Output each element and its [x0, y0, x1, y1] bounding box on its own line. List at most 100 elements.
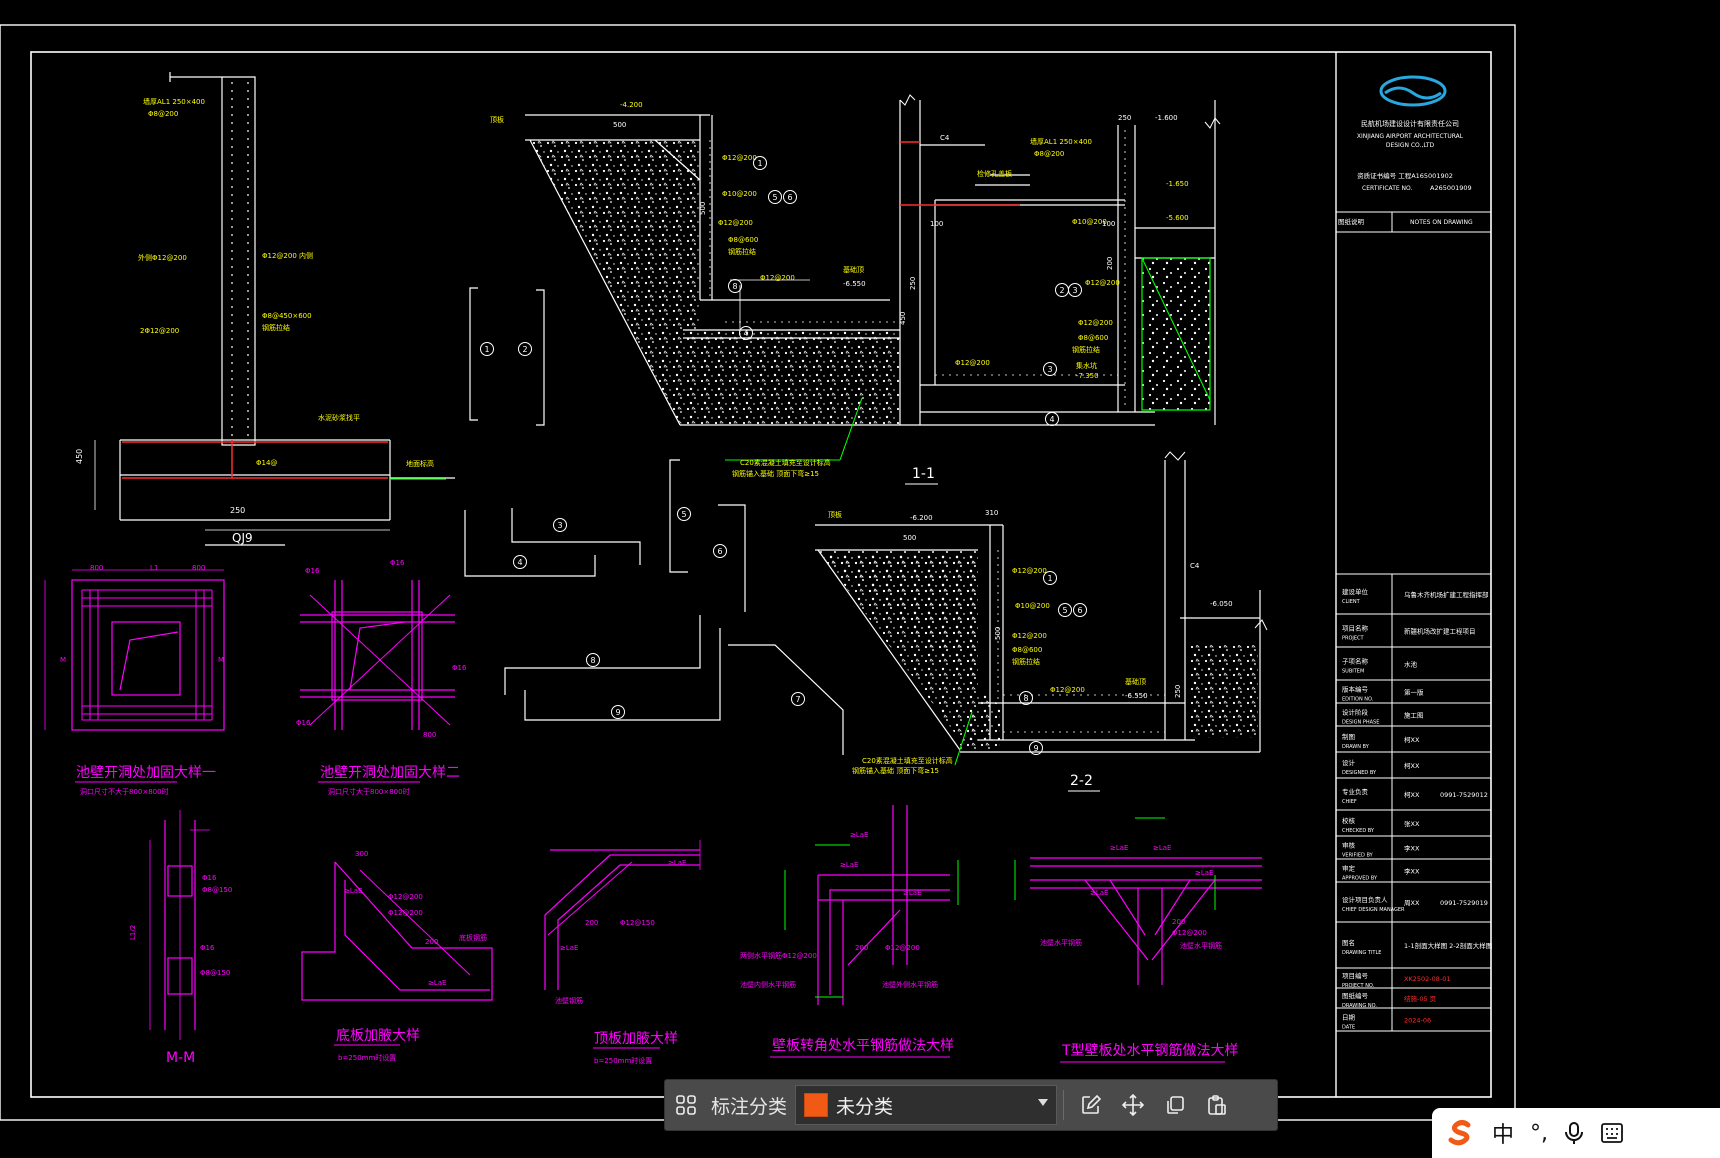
- svg-text:钢筋拉结: 钢筋拉结: [1072, 345, 1100, 354]
- rebar-marker-circle: [728, 279, 742, 293]
- title-row-value: 李XX: [1404, 844, 1420, 853]
- title-row-value: 李XX: [1404, 867, 1420, 876]
- cert-no: A265001909: [1430, 184, 1472, 192]
- toolbar-divider: [1063, 1090, 1065, 1120]
- rebar-marker-number: 1: [757, 159, 762, 168]
- svg-text:Φ16: Φ16: [296, 719, 311, 727]
- svg-text:钢筋拉结: 钢筋拉结: [262, 323, 290, 332]
- svg-text:310: 310: [985, 509, 998, 517]
- svg-text:800: 800: [90, 564, 103, 572]
- rebar-marker-circle: [1019, 691, 1033, 705]
- svg-text:-1.650: -1.650: [1166, 180, 1189, 188]
- rebar-marker-number: 6: [787, 193, 792, 202]
- grid-icon[interactable]: [665, 1080, 707, 1130]
- svg-text:200: 200: [855, 944, 868, 952]
- svg-text:250: 250: [909, 277, 917, 290]
- svg-text:钢筋拉结: 钢筋拉结: [1012, 657, 1040, 666]
- svg-text:Φ12@200: Φ12@200: [718, 219, 753, 227]
- copy-icon[interactable]: [1154, 1080, 1196, 1130]
- rebar-marker-circle: [1043, 362, 1057, 376]
- svg-text:Φ12@150: Φ12@150: [620, 919, 655, 927]
- ime-mode-toggle[interactable]: 中: [1492, 1123, 1515, 1148]
- title-row-label-en: DESIGN PHASE: [1342, 720, 1379, 726]
- detail-opening-2: [300, 580, 455, 730]
- title-row-label-cn: 审定: [1342, 864, 1356, 873]
- qj9-section: [94, 72, 455, 546]
- title-row-value: 水池: [1404, 660, 1418, 669]
- cert-en: CERTIFICATE NO.: [1362, 185, 1413, 192]
- svg-text:基础顶: 基础顶: [1125, 677, 1146, 686]
- keyboard-icon[interactable]: [1600, 1122, 1624, 1144]
- svg-text:200: 200: [425, 938, 438, 946]
- rebar-shapes: [464, 287, 844, 755]
- category-select[interactable]: 未分类: [795, 1085, 1058, 1125]
- svg-text:500: 500: [613, 121, 626, 129]
- title-row-value: 周XX: [1404, 899, 1420, 907]
- rebar-marker-circle: [1029, 741, 1043, 755]
- rebar-marker-circle: [768, 190, 782, 204]
- section-1-1-label: 1-1: [912, 466, 935, 482]
- rebar-marker-circle: [513, 555, 527, 569]
- rebar-marker-number: 4: [743, 329, 748, 338]
- title-row-value: 柯XX: [1404, 790, 1420, 799]
- title-block: 民航机场建设设计有限责任公司 XINJIANG AIRPORT ARCHITEC…: [1335, 52, 1492, 1097]
- svg-text:C4: C4: [940, 134, 950, 142]
- svg-text:Φ10@200: Φ10@200: [1015, 602, 1050, 610]
- mm-label: M-M: [166, 1050, 195, 1066]
- rebar-marker-circle: [518, 342, 532, 356]
- notes-cn: 图纸说明: [1338, 217, 1365, 226]
- edit-icon[interactable]: [1070, 1080, 1112, 1130]
- svg-text:底板钢筋: 底板钢筋: [459, 933, 487, 942]
- title-row-value: 新疆机场改扩建工程项目: [1404, 627, 1476, 636]
- title-row-label-cn: 建设单位: [1342, 587, 1369, 596]
- svg-text:M: M: [60, 656, 66, 664]
- svg-text:钢筋锚入基础 顶面下弯≥15: 钢筋锚入基础 顶面下弯≥15: [732, 469, 819, 478]
- svg-text:200: 200: [1172, 918, 1185, 926]
- notes-en: NOTES ON DRAWING: [1410, 219, 1473, 226]
- svg-text:500: 500: [903, 534, 916, 542]
- company-name-en1: XINJIANG AIRPORT ARCHITECTURAL: [1357, 133, 1464, 140]
- rebar-marker-circle: [553, 518, 567, 532]
- title-row-label-en: CHIEF DESIGN MANAGER: [1342, 907, 1405, 913]
- svg-text:池壁水平钢筋: 池壁水平钢筋: [1040, 938, 1082, 947]
- ime-punct-toggle[interactable]: °,: [1530, 1120, 1549, 1146]
- svg-text:500: 500: [994, 627, 1002, 640]
- svg-text:Φ8@600: Φ8@600: [1078, 334, 1108, 342]
- rebar-marker-number: 8: [732, 282, 737, 291]
- detail-top-haunch: [544, 840, 701, 990]
- svg-text:顶板: 顶板: [490, 115, 504, 124]
- title-row-label-en: EDITION NO.: [1342, 697, 1374, 703]
- svg-text:250: 250: [230, 506, 245, 515]
- svg-text:Φ16: Φ16: [390, 559, 405, 567]
- title-row-label-cn: 制图: [1342, 732, 1355, 741]
- svg-text:墙厚AL1 250×400: 墙厚AL1 250×400: [1030, 137, 1092, 146]
- title-row-label-en: CHIEF: [1342, 799, 1357, 805]
- svg-text:Φ8@200: Φ8@200: [148, 110, 178, 118]
- rebar-marker-circle: [739, 326, 753, 340]
- paste-icon[interactable]: [1196, 1080, 1238, 1130]
- title-row-label-en: CHECKED BY: [1342, 828, 1375, 834]
- sogou-logo-icon[interactable]: [1446, 1118, 1476, 1148]
- rebar-marker-number: 6: [1077, 606, 1082, 615]
- title-row-value: 乌鲁木齐机场扩建工程指挥部: [1404, 590, 1489, 599]
- svg-text:≥LaE: ≥LaE: [668, 859, 686, 867]
- svg-text:Φ12@200: Φ12@200: [388, 893, 423, 901]
- mic-icon[interactable]: [1564, 1121, 1584, 1145]
- move-icon[interactable]: [1112, 1080, 1154, 1130]
- svg-text:≥LaE: ≥LaE: [560, 944, 578, 952]
- svg-text:-1.600: -1.600: [1155, 114, 1178, 122]
- title-row-label-en: PROJECT NO.: [1342, 983, 1375, 989]
- svg-text:池壁外侧水平钢筋: 池壁外侧水平钢筋: [882, 980, 938, 989]
- svg-text:Φ12@200: Φ12@200: [885, 944, 920, 952]
- svg-text:250: 250: [1174, 685, 1182, 698]
- rebar-marker-number: 7: [795, 695, 800, 704]
- svg-text:C20素混凝土填充至设计标高: C20素混凝土填充至设计标高: [740, 458, 831, 467]
- title-row-tel: 0991-7529019: [1440, 899, 1488, 907]
- title-row-value: 结施-05 页: [1404, 994, 1437, 1003]
- title-row-value: 1-1剖面大样图 2-2剖面大样图: [1404, 941, 1492, 950]
- svg-text:-7.350: -7.350: [1076, 372, 1099, 380]
- chevron-down-icon: [1038, 1099, 1049, 1106]
- rebar-marker-number: 3: [1072, 286, 1077, 295]
- rebar-marker-circle: [586, 653, 600, 667]
